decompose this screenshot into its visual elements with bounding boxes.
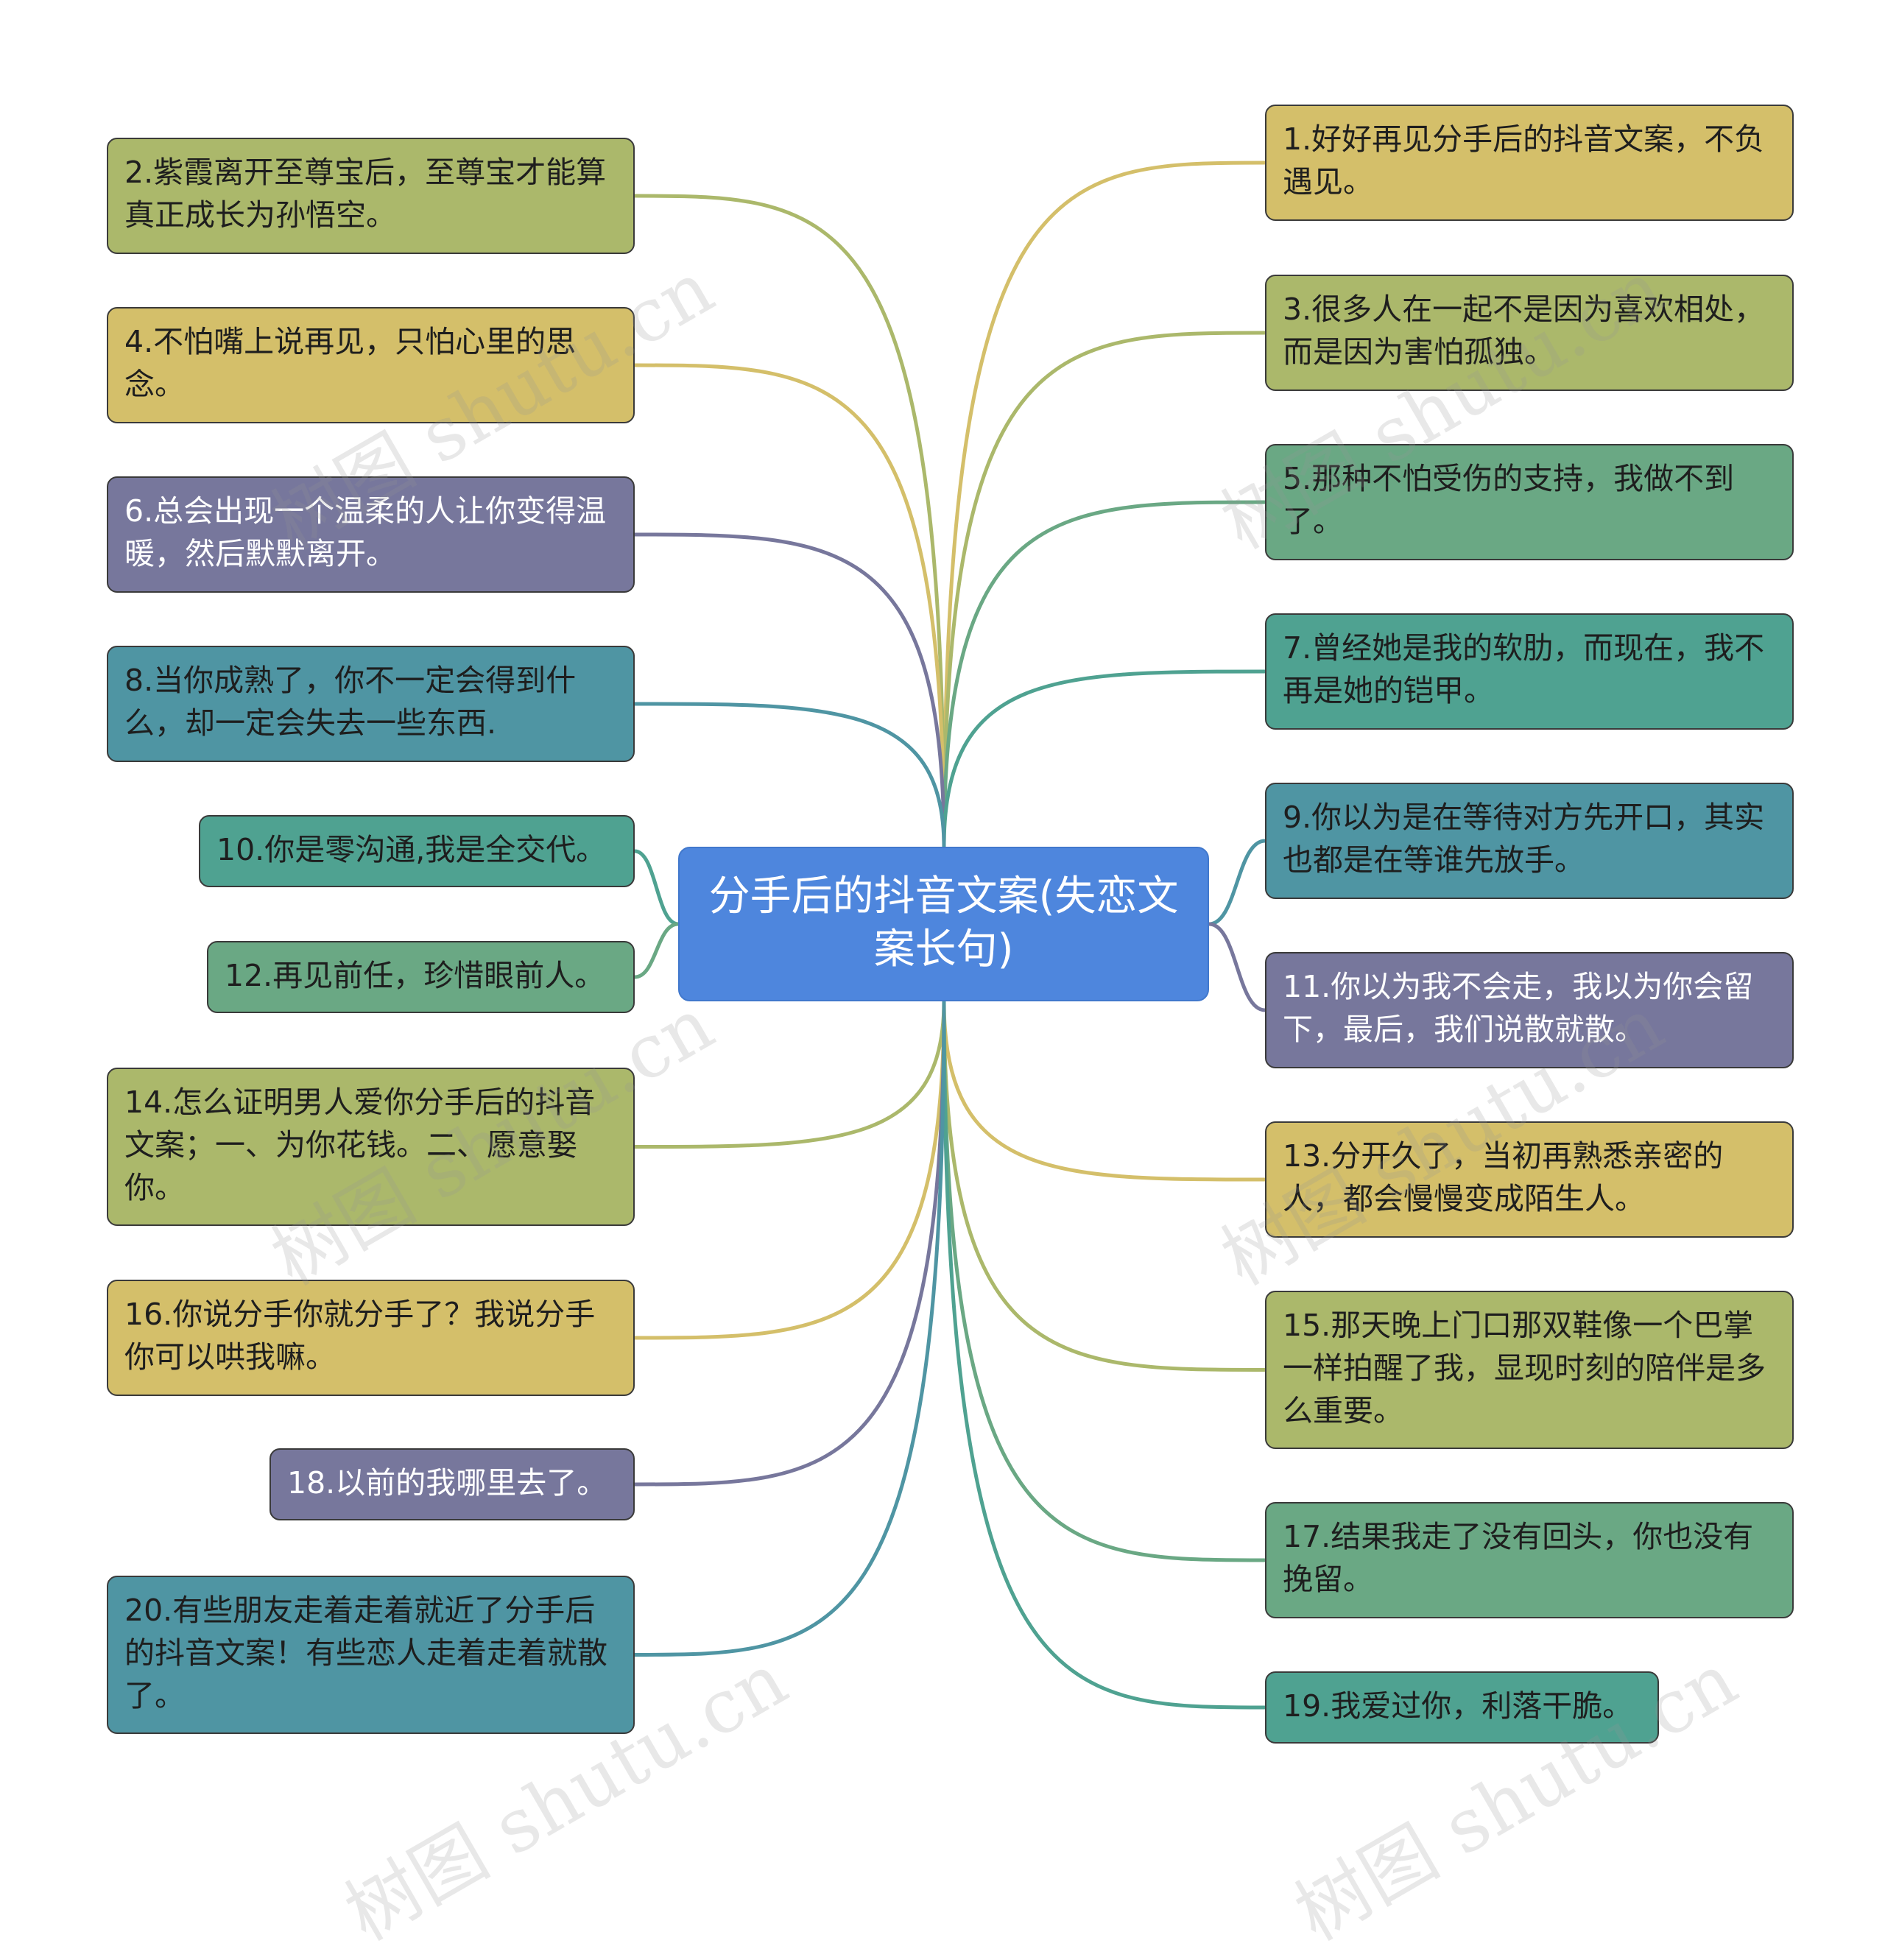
connector-line-4 xyxy=(634,363,946,847)
topic-node-12[interactable]: 12.再见前任，珍惜眼前人。 xyxy=(207,941,635,1013)
connector-line-20 xyxy=(634,1001,946,1657)
topic-node-2[interactable]: 2.紫霞离开至尊宝后，至尊宝才能算真正成长为孙悟空。 xyxy=(107,138,635,254)
connector-line-6 xyxy=(634,532,946,847)
connector-line-17 xyxy=(942,1001,1266,1562)
mindmap-canvas: 分手后的抖音文案(失恋文案长句) 1.好好再见分手后的抖音文案，不负遇见。 2.… xyxy=(107,105,1794,1957)
topic-node-7[interactable]: 7.曾经她是我的软肋，而现在，我不再是她的铠甲。 xyxy=(1265,613,1794,730)
connector-line-14 xyxy=(634,1001,946,1149)
topic-node-6[interactable]: 6.总会出现一个温柔的人让你变得温暖，然后默默离开。 xyxy=(107,476,635,593)
topic-node-15[interactable]: 15.那天晚上门口那双鞋像一个巴掌一样拍醒了我，显现时刻的陪伴是多么重要。 xyxy=(1265,1291,1794,1449)
connector-line-3 xyxy=(942,331,1266,847)
connector-line-12 xyxy=(634,922,679,979)
connector-line-8 xyxy=(634,702,946,847)
topic-node-16[interactable]: 16.你说分手你就分手了？我说分手你可以哄我嘛。 xyxy=(107,1280,635,1396)
topic-node-3[interactable]: 3.很多人在一起不是因为喜欢相处，而是因为害怕孤独。 xyxy=(1265,275,1794,391)
topic-node-8[interactable]: 8.当你成熟了，你不一定会得到什么，却一定会失去一些东西. xyxy=(107,646,635,762)
topic-node-5[interactable]: 5.那种不怕受伤的支持，我做不到了。 xyxy=(1265,444,1794,560)
topic-node-13[interactable]: 13.分开久了，当初再熟悉亲密的人，都会慢慢变成陌生人。 xyxy=(1265,1121,1794,1238)
topic-node-1[interactable]: 1.好好再见分手后的抖音文案，不负遇见。 xyxy=(1265,105,1794,221)
connector-line-5 xyxy=(942,500,1266,847)
topic-node-20[interactable]: 20.有些朋友走着走着就近了分手后的抖音文案！有些恋人走着走着就散了。 xyxy=(107,1576,635,1734)
connector-line-13 xyxy=(942,1001,1266,1182)
topic-node-10[interactable]: 10.你是零沟通,我是全交代。 xyxy=(199,815,635,887)
topic-node-14[interactable]: 14.怎么证明男人爱你分手后的抖音文案；一、为你花钱。二、愿意娶你。 xyxy=(107,1068,635,1226)
connector-line-1 xyxy=(942,161,1266,847)
connector-line-9 xyxy=(1208,839,1266,926)
connector-line-11 xyxy=(1208,922,1266,1012)
topic-node-4[interactable]: 4.不怕嘴上说再见，只怕心里的思念。 xyxy=(107,307,635,423)
connector-line-15 xyxy=(942,1001,1266,1372)
topic-node-17[interactable]: 17.结果我走了没有回头，你也没有挽留。 xyxy=(1265,1502,1794,1618)
connector-line-7 xyxy=(942,669,1266,847)
connector-layer xyxy=(634,161,1266,1710)
connector-line-19 xyxy=(942,1001,1266,1710)
connector-line-2 xyxy=(634,194,946,847)
root-topic[interactable]: 分手后的抖音文案(失恋文案长句) xyxy=(678,847,1209,1001)
connector-line-18 xyxy=(634,1001,946,1487)
connector-line-10 xyxy=(634,849,679,926)
connector-line-16 xyxy=(634,1001,946,1340)
topic-node-11[interactable]: 11.你以为我不会走，我以为你会留下，最后，我们说散就散。 xyxy=(1265,952,1794,1068)
topic-node-9[interactable]: 9.你以为是在等待对方先开口，其实也都是在等谁先放手。 xyxy=(1265,783,1794,899)
topic-node-18[interactable]: 18.以前的我哪里去了。 xyxy=(269,1448,635,1520)
topic-node-19[interactable]: 19.我爱过你，利落干脆。 xyxy=(1265,1671,1659,1744)
